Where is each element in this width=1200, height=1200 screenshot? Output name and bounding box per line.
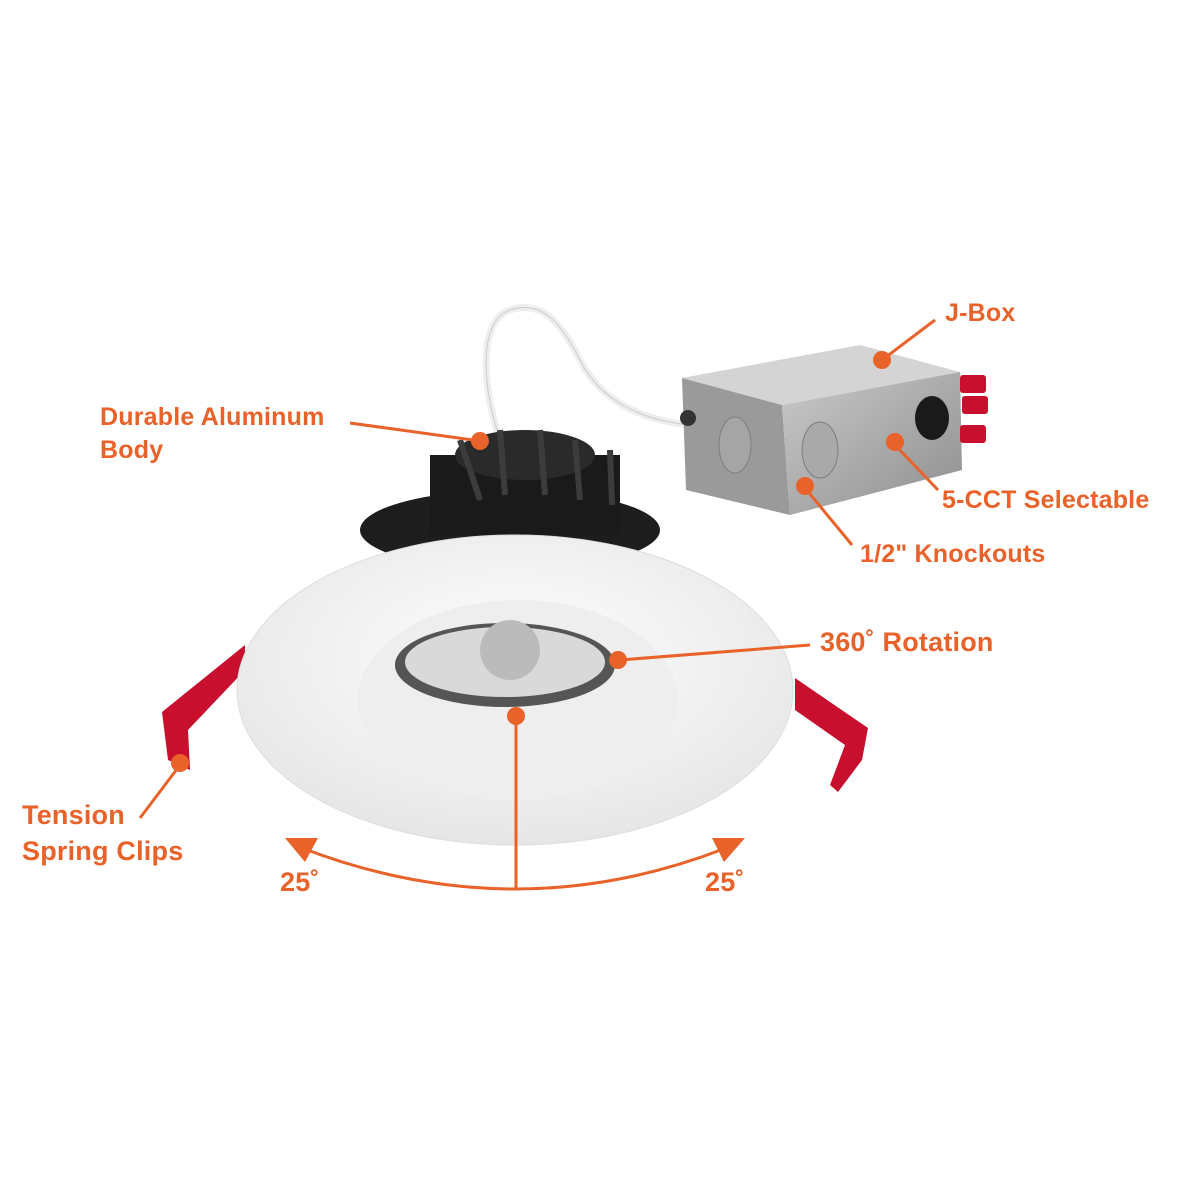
label-spring-clips: Tension Spring Clips	[22, 797, 183, 869]
j-box	[680, 345, 988, 515]
label-line: Spring Clips	[22, 836, 184, 866]
label-knockouts: 1/2" Knockouts	[860, 540, 1046, 568]
trim-ring	[236, 534, 794, 846]
arrow-left-icon	[285, 838, 318, 862]
label-line: Body	[100, 436, 164, 464]
label-tilt-left: 25˚	[280, 867, 320, 897]
label-line: Durable Aluminum	[100, 403, 325, 431]
callout-dots	[171, 351, 904, 862]
label-aluminum-body: Durable Aluminum Body	[100, 401, 325, 467]
spring-clips	[162, 645, 868, 792]
arrow-right-icon	[712, 838, 745, 862]
label-cct: 5-CCT Selectable	[942, 486, 1150, 514]
label-jbox: J-Box	[945, 299, 1016, 327]
label-line: Tension	[22, 800, 125, 830]
label-rotation: 360˚ Rotation	[820, 627, 994, 657]
label-tilt-right: 25˚	[705, 867, 745, 897]
leader-lines	[138, 318, 940, 891]
